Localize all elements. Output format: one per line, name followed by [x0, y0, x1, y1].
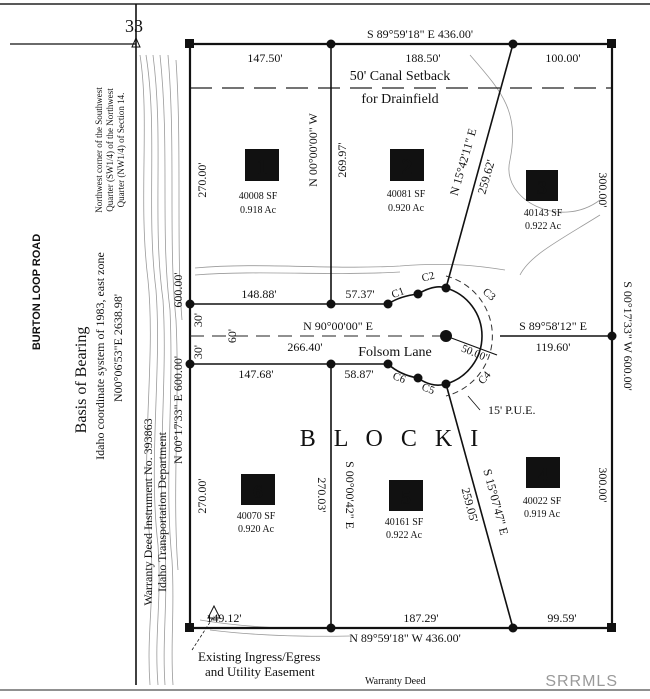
basis-of-bearing-line-2: N00°06'53"E 2638.98' [111, 294, 125, 402]
lot-4-sf: 40022 SF [523, 496, 562, 507]
pue-label: 15' P.U.E. [488, 403, 536, 417]
north-row-distance-2: 57.37' [345, 287, 374, 301]
left-lower-distance: 270.00' [195, 478, 209, 513]
basis-of-bearing-title: Basis of Bearing [73, 327, 90, 434]
top-distance-1: 147.50' [247, 51, 282, 65]
lot-5-ac: 0.922 Ac [386, 530, 423, 541]
road-name: BURTON LOOP ROAD [31, 234, 43, 350]
lot56-bearing: S 00°00'42" E [343, 461, 357, 529]
bottom-bearing: N 89°59'18" W 436.00' [349, 631, 461, 645]
lot-badges: 1 40008 SF 0.918 Ac 2 40081 SF 0.920 Ac … [237, 149, 563, 541]
curve-c5: C5 [420, 381, 437, 397]
south-row-distance-1: 147.68' [238, 367, 273, 381]
curve-c1: C1 [390, 285, 406, 301]
top-distance-3: 100.00' [545, 51, 580, 65]
top-distance-2: 188.50' [405, 51, 440, 65]
lot-3-sf: 40143 SF [524, 208, 563, 219]
left-row-distance: 600.00' [171, 272, 185, 307]
lot-3: 3 40143 SF 0.922 Ac [524, 170, 563, 232]
lot-1-sf: 40008 SF [239, 191, 278, 202]
lot23-distance: 259.62' [475, 158, 498, 196]
lot-lines [190, 43, 612, 629]
lot-4: 4 40022 SF 0.919 Ac [523, 457, 562, 520]
centerline-distance: 266.40' [287, 340, 322, 354]
ingress-line-2: and Utility Easement [205, 664, 315, 679]
easement-marker [207, 604, 221, 619]
lot-3-ac: 0.922 Ac [525, 221, 562, 232]
lot-5-number: 5 [401, 487, 411, 509]
bottom-distance-1: 149.12' [206, 611, 241, 625]
basis-of-bearing-line-1: Idaho coordinate system of 1983, east zo… [93, 252, 107, 460]
centerline-bearing: N 90°00'00" E [303, 319, 373, 333]
watermark: SRRMLS [545, 673, 618, 690]
nw-corner-note-line-2: Quarter (SW1/4) of the Northwest [105, 88, 115, 212]
curve-c3: C3 [480, 286, 498, 304]
nw-corner-note-line-3: Quarter (NW1/4) of Section 14. [116, 93, 126, 208]
curve-c6: C6 [391, 370, 408, 386]
lot-2-number: 2 [402, 154, 413, 179]
lot-6-number: 6 [253, 481, 263, 503]
section-number: 33 [125, 16, 143, 36]
lot-5: 5 40161 SF 0.922 Ac [385, 480, 424, 541]
lot-6-ac: 0.920 Ac [238, 524, 275, 535]
lot-1: 1 40008 SF 0.918 Ac [239, 149, 279, 216]
bottom-distance-3: 99.59' [547, 611, 576, 625]
warranty-deed-line-2: Idaho Transportation Department [155, 431, 169, 592]
east-row-distance: 119.60' [536, 340, 571, 354]
south-row-distance-2: 58.87' [344, 367, 373, 381]
lot56-distance: 270.03' [315, 477, 329, 512]
lane-name: Folsom Lane [358, 345, 432, 360]
top-bearing: S 89°59'18" E 436.00' [367, 27, 473, 41]
half-row-south: 30' [191, 345, 205, 359]
block-label: B L O C K I [300, 426, 484, 452]
lot45-distance: 259.05' [459, 486, 482, 524]
east-row-bearing: S 89°58'12" E [519, 319, 587, 333]
lot-1-number: 1 [257, 154, 268, 179]
survey-monuments [185, 39, 617, 633]
lot12-distance: 269.97' [335, 142, 349, 177]
lot-4-number: 4 [538, 464, 548, 486]
lot-3-number: 3 [537, 177, 547, 199]
cul-de-sac-radius: 50.00' [459, 343, 488, 364]
lot-2-sf: 40081 SF [387, 189, 426, 200]
curve-c4: C4 [476, 369, 494, 387]
bottom-cut-text: Warranty Deed [365, 676, 426, 687]
lot12-bearing: N 00°00'00" W [306, 113, 320, 187]
warranty-deed-line-1: Warranty Deed Instrument No. 393863 [141, 418, 155, 605]
right-bearing: S 00°17'33" W 600.00' [621, 281, 635, 391]
left-bearing: N 00°17'33" E 600.00' [171, 356, 185, 464]
half-row-north: 30' [191, 313, 205, 327]
ingress-line-1: Existing Ingress/Egress [198, 649, 320, 664]
curve-c2: C2 [420, 270, 436, 285]
lot-4-ac: 0.919 Ac [524, 509, 561, 520]
setback-line-2: for Drainfield [361, 92, 438, 107]
right-upper-distance: 300.00' [596, 172, 610, 207]
easement-leader [191, 615, 215, 651]
bottom-distance-2: 187.29' [403, 611, 438, 625]
left-upper-distance: 270.00' [195, 162, 209, 197]
section-corner-marker [131, 36, 141, 48]
topo-contours [139, 54, 601, 686]
north-row-distance-1: 148.88' [241, 287, 276, 301]
right-lower-distance: 300.00' [596, 467, 610, 502]
nw-corner-note-line-1: Northwest corner of the Southwest [94, 87, 104, 213]
lot-2: 2 40081 SF 0.920 Ac [387, 149, 426, 214]
lot-5-sf: 40161 SF [385, 517, 424, 528]
row-width: 60' [225, 329, 239, 343]
lot-6-sf: 40070 SF [237, 511, 276, 522]
setback-line-1: 50' Canal Setback [350, 69, 451, 84]
lot-6: 6 40070 SF 0.920 Ac [237, 474, 276, 535]
lot-1-ac: 0.918 Ac [240, 205, 277, 216]
lot-2-ac: 0.920 Ac [388, 203, 425, 214]
